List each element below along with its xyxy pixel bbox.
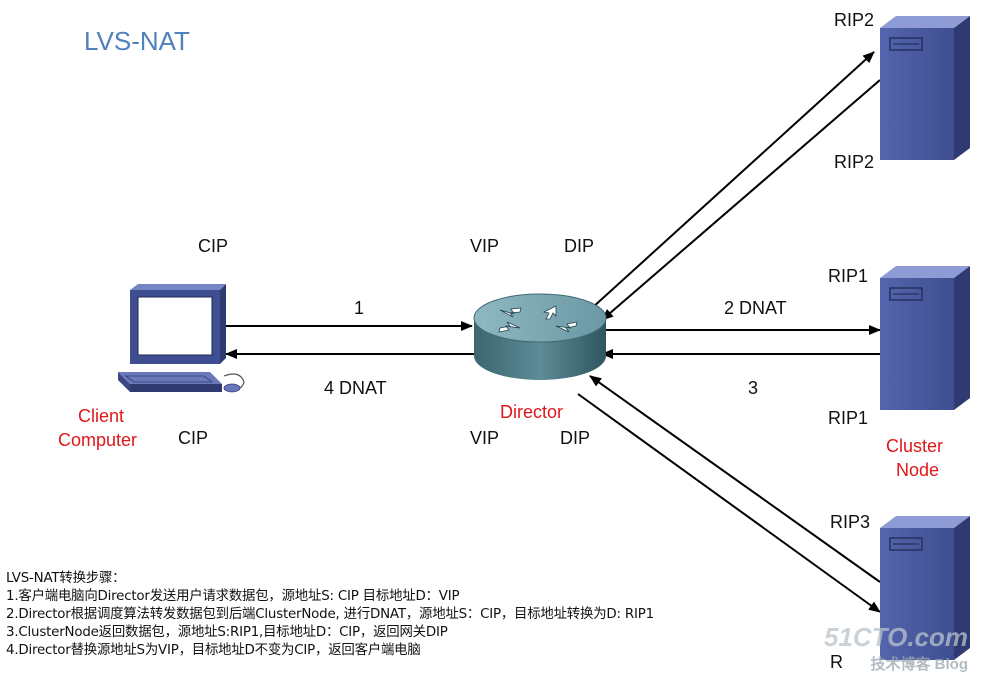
server-rip1-icon — [880, 266, 970, 410]
server1-rip-label-top: RIP1 — [828, 266, 869, 286]
server3-rip-label-bottom: R — [830, 652, 843, 672]
watermark: 51CTO.com 技术博客 Blog — [824, 622, 968, 674]
step-3: 3.ClusterNode返回数据包，源地址S:RIP1,目标地址D：CIP，返… — [6, 625, 448, 640]
steps-description: LVS-NAT转换步骤： 1.客户端电脑向Director发送用户请求数据包，源… — [6, 570, 654, 660]
client-name-line2: Computer — [58, 430, 138, 450]
arrow-4-label: 4 DNAT — [324, 378, 387, 398]
server-rip3-icon — [880, 516, 970, 660]
step-2: 2.Director根据调度算法转发数据包到后端ClusterNode, 进行D… — [6, 607, 654, 622]
server1-rip-label-bottom: RIP1 — [828, 408, 869, 428]
director-dip-label: DIP — [564, 236, 595, 256]
arrow-rip3-to-director — [589, 375, 881, 583]
server2-rip-label-top: RIP2 — [834, 10, 875, 30]
watermark-sub: 技术博客 — [870, 656, 931, 673]
diagram-title: LVS-NAT — [84, 26, 190, 56]
arrow-2-label: 2 DNAT — [724, 298, 787, 318]
steps-heading: LVS-NAT转换步骤： — [6, 571, 126, 586]
director-vip-label-bottom: VIP — [470, 428, 500, 448]
client-computer-icon — [118, 284, 245, 393]
cluster-node-label-line1: Cluster — [886, 436, 944, 456]
arrow-1-label: 1 — [354, 298, 365, 318]
client-cip-label-bottom: CIP — [178, 428, 209, 448]
cluster-node-label-line2: Node — [896, 460, 940, 480]
arrow-rip2-to-director — [601, 79, 881, 321]
watermark-main: 51CTO.com — [823, 622, 968, 652]
watermark-tag: Blog — [934, 656, 968, 673]
director-router-icon — [473, 293, 607, 380]
director-dip-label-bottom: DIP — [560, 428, 591, 448]
director-name-label: Director — [500, 402, 564, 422]
director-vip-label: VIP — [470, 236, 500, 256]
arrow-3-label: 3 — [748, 378, 759, 398]
server3-rip-label-top: RIP3 — [830, 512, 871, 532]
arrow-director-to-rip2 — [591, 51, 875, 309]
server-rip2-icon — [880, 16, 970, 160]
step-1: 1.客户端电脑向Director发送用户请求数据包，源地址S: CIP 目标地址… — [6, 589, 460, 604]
client-name-line1: Client — [78, 406, 125, 426]
client-cip-label: CIP — [198, 236, 229, 256]
step-4: 4.Director替换源地址S为VIP，目标地址D不变为CIP，返回客户端电脑 — [6, 643, 421, 658]
server2-rip-label-bottom: RIP2 — [834, 152, 875, 172]
arrow-director-to-rip3 — [577, 393, 881, 613]
flow-arrows — [225, 51, 881, 613]
